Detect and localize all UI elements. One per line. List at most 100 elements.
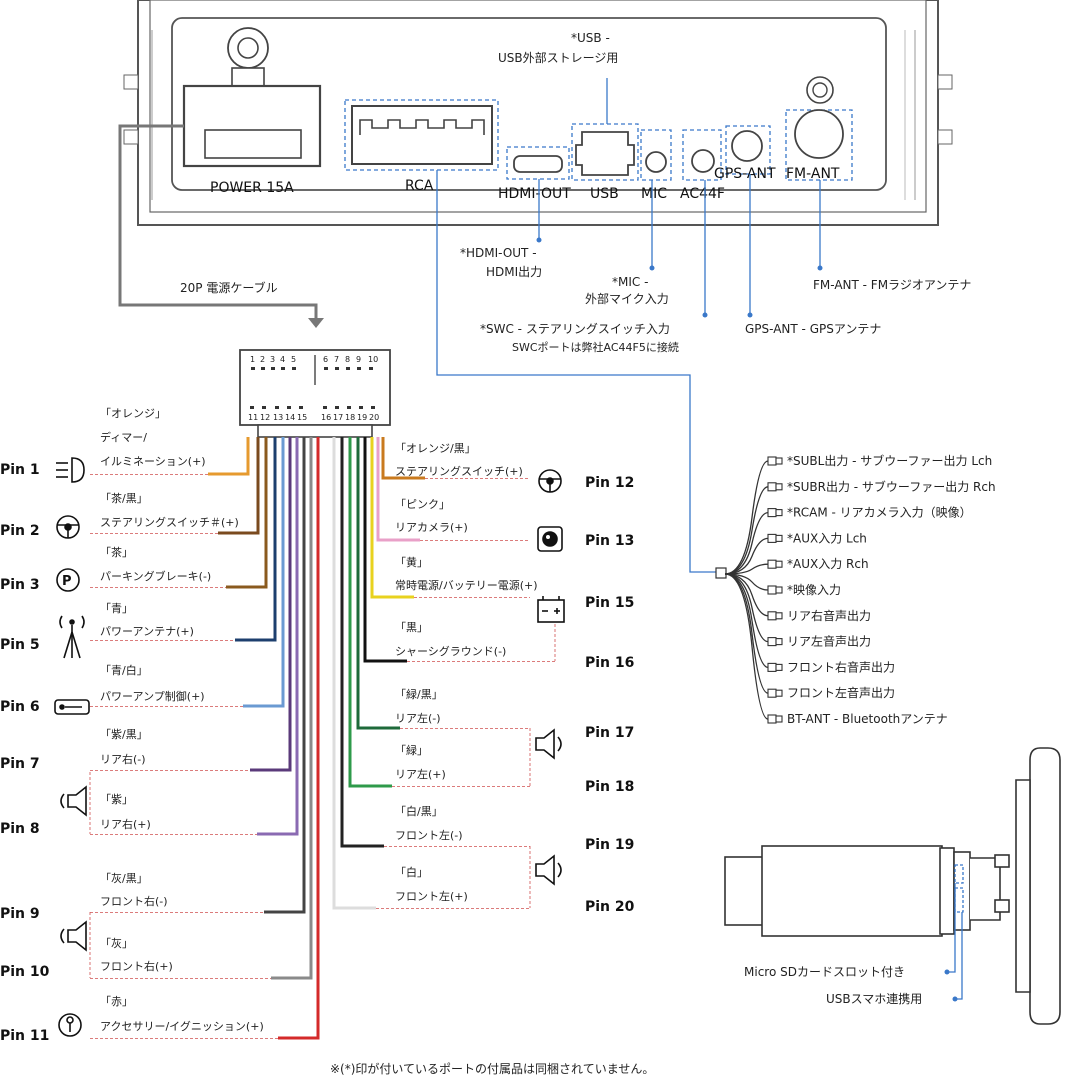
pin-label: Pin 19 [585, 837, 634, 853]
wire-function-label: パワーアンテナ(+) [100, 625, 194, 638]
connector-pin-hole [251, 367, 255, 370]
wire-function-label: リア右(+) [100, 817, 151, 831]
wire-3 [226, 437, 268, 589]
connector-pin-number: 10 [368, 355, 378, 364]
rca-plug-icon [767, 508, 783, 518]
connector-pin-number: 15 [297, 413, 307, 422]
hdmi-port-label: HDMI-OUT [498, 186, 571, 202]
sd-slot-label: Micro SDカードスロット付き [744, 965, 905, 979]
connector-pin-number: 16 [321, 413, 331, 422]
wire-function-label: フロント左(-) [395, 829, 463, 842]
pin-label: Pin 9 [0, 906, 40, 922]
connector-pin-number: 5 [291, 355, 296, 364]
wire-function-label: アクセサリー/イグニッション(+) [100, 1019, 264, 1033]
pin-label: Pin 10 [0, 964, 50, 980]
right-pin-labels: Pin 12「オレンジ/黒」ステアリングスイッチ(+)Pin 13「ピンク」リア… [395, 442, 635, 915]
connector-pin-hole [287, 406, 291, 409]
fm-port: FM-ANT [785, 76, 853, 182]
wire-r5 [356, 437, 400, 730]
connector-pin-hole [347, 406, 351, 409]
wire-8 [264, 437, 306, 914]
wire-color-label: 「オレンジ」 [100, 407, 166, 420]
pin-label: Pin 20 [585, 899, 635, 915]
rca-output-label: リア右音声出力 [787, 608, 871, 623]
hdmi-callout-desc: HDMI出力 [486, 265, 542, 279]
wire-r7 [340, 437, 384, 848]
rca-breakout-harness: *SUBL出力 - サブウーファー出力 Lch*SUBR出力 - サブウーファー… [715, 453, 996, 726]
pin-label: Pin 15 [585, 595, 634, 611]
pin-label: Pin 6 [0, 699, 40, 715]
mic-callout-title: *MIC - [612, 275, 648, 289]
pin-label: Pin 8 [0, 821, 40, 837]
wire-color-label: 「茶」 [100, 546, 133, 559]
rca-output-label: *SUBR出力 - サブウーファー出力 Rch [787, 479, 996, 494]
wire-function-label: ステアリングスイッチ＃(+) [100, 515, 239, 529]
wire-function-label: フロント右(+) [100, 959, 173, 973]
left-pin-labels: Pin 1「オレンジ」ディマー/イルミネーション(+)Pin 2「茶/黒」ステア… [0, 407, 264, 1044]
wire-function-label: リアカメラ(+) [395, 521, 468, 534]
wire-r1 [381, 437, 425, 480]
wire-color-label: 「黒」 [395, 621, 428, 634]
connector-pin-hole [335, 367, 339, 370]
connector-pin-hole [271, 367, 275, 370]
harness-branch [724, 573, 769, 720]
unit-side-view [724, 747, 1061, 1025]
connector-pin-number: 19 [357, 413, 367, 422]
wire-color-label: 「白/黒」 [395, 804, 443, 818]
antenna-icon [59, 615, 85, 659]
parking-brake-icon: P [56, 568, 80, 592]
wire-function-label: フロント左(+) [395, 890, 468, 903]
fm-callout: FM-ANT - FMラジオアンテナ [813, 278, 971, 292]
wire-color-label: 「青/白」 [100, 663, 148, 677]
wire-10 [278, 437, 320, 1040]
hdmi-callout-title: *HDMI-OUT - [460, 246, 537, 260]
wire-color-label: 「緑」 [395, 743, 428, 757]
pin-label: Pin 18 [585, 779, 634, 795]
wire-function-label: 常時電源/バッテリー電源(+) [395, 578, 538, 592]
harness-branch [724, 511, 769, 575]
connector-pin-hole [359, 406, 363, 409]
wire-color-label: 「紫/黒」 [100, 728, 148, 741]
connector-pin-hole [275, 406, 279, 409]
pin-label: Pin 16 [585, 655, 634, 671]
wire-function-label: リア左(+) [395, 768, 446, 781]
rca-plug-icon [767, 482, 783, 492]
mic-port-label: MIC [641, 186, 667, 202]
connector-pin-number: 17 [333, 413, 343, 422]
wire-color-label: 「紫」 [100, 793, 133, 806]
pin-label: Pin 12 [585, 475, 634, 491]
harness-branch [724, 573, 769, 617]
connector-pin-number: 4 [280, 355, 285, 364]
rca-output-label: フロント右音声出力 [787, 659, 895, 674]
wire-color-label: 「灰」 [100, 936, 133, 950]
harness-branch [724, 563, 769, 575]
connector-pin-number: 8 [345, 355, 350, 364]
wire-r4 [363, 437, 407, 663]
connector-pin-hole [371, 406, 375, 409]
wire-function-label: シャーシグラウンド(-) [395, 644, 506, 658]
footnote: ※(*)印が付いているポートの付属品は同梱されていません。 [330, 1061, 654, 1076]
pin-label: Pin 7 [0, 756, 40, 772]
wire-color-label: 「茶/黒」 [100, 492, 148, 505]
rca-output-label: *AUX入力 Rch [787, 557, 869, 571]
pin-label: Pin 11 [0, 1028, 49, 1044]
wire-function-label: リア右(-) [100, 752, 146, 766]
ignition-key-icon [58, 1013, 82, 1037]
connector-pin-hole [346, 367, 350, 370]
swc-callout-desc: SWCポートは弊社AC44F5に接続 [512, 340, 679, 354]
connector-pin-number: 3 [270, 355, 275, 364]
pin-label: Pin 2 [0, 523, 40, 539]
wire-2 [218, 437, 260, 535]
rca-plug-icon [767, 714, 783, 724]
wire-color-label: 「灰/黒」 [100, 871, 148, 885]
power-port-label: POWER 15A [210, 180, 294, 196]
connector-pin-number: 14 [285, 413, 295, 422]
connector-pin-hole [324, 367, 328, 370]
wire-function-label: パーキングブレーキ(-) [100, 569, 211, 583]
swc-callout-title: *SWC - ステアリングスイッチ入力 [480, 322, 670, 336]
wire-function-label: フロント右(-) [100, 894, 168, 908]
rca-plug-icon [767, 559, 783, 569]
